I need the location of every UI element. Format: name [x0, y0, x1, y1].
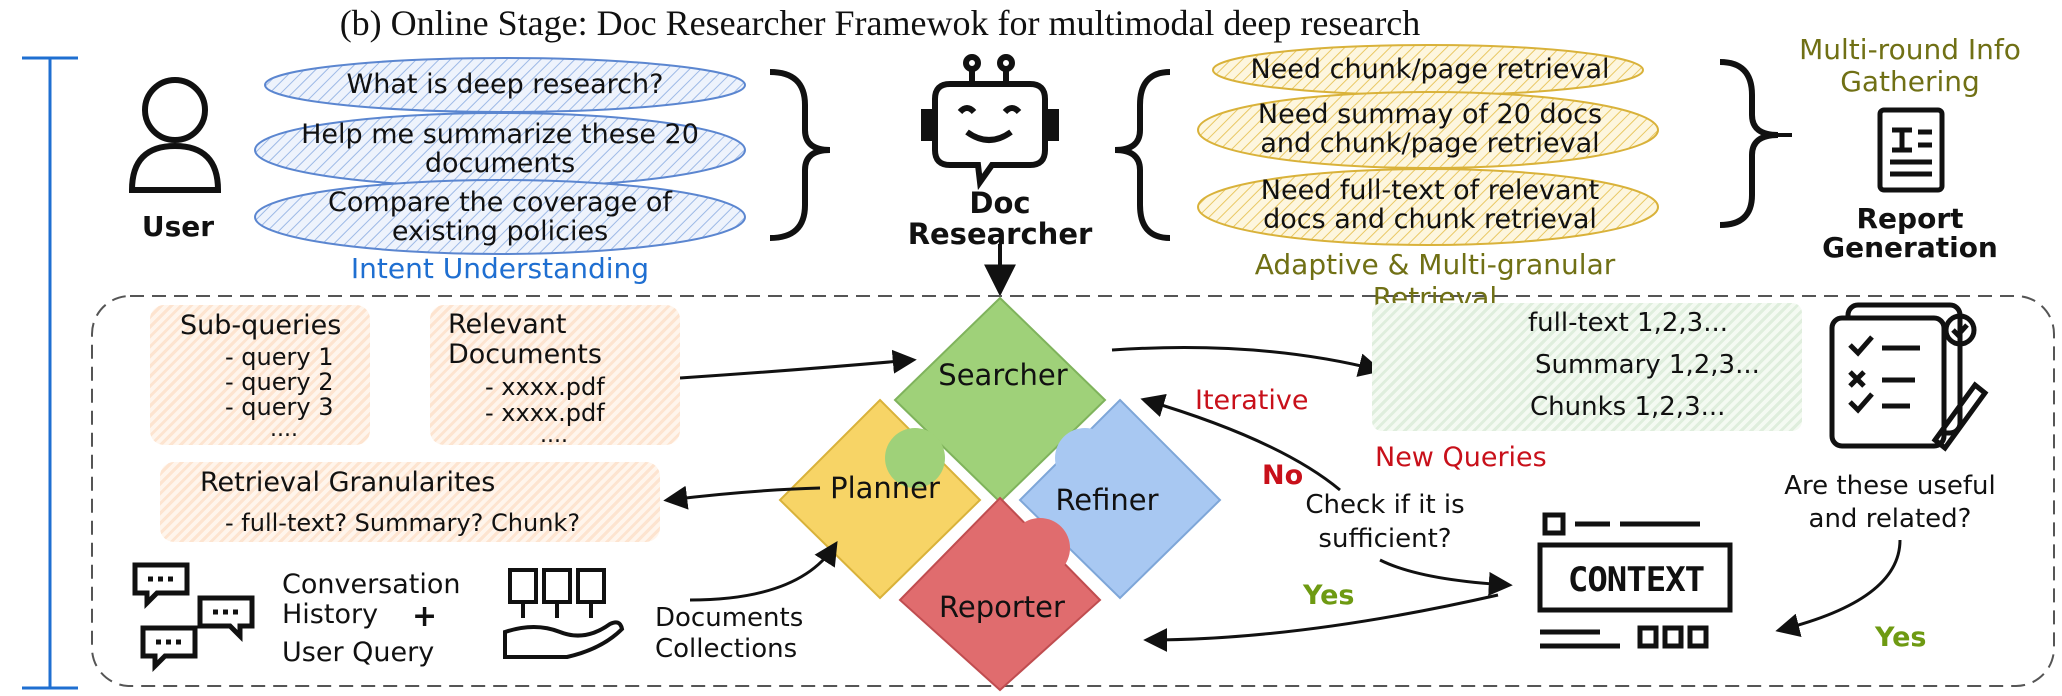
chat-bubbles-icon — [132, 562, 255, 673]
stage-bracket — [22, 56, 78, 690]
intent-caption: Intent Understanding — [350, 252, 650, 285]
context-label: CONTEXT — [1567, 560, 1705, 600]
puzzle — [778, 296, 1222, 692]
conversation-line-1: Conversation — [282, 569, 461, 600]
conversation-line-2: History — [282, 599, 379, 630]
user-label: User — [141, 210, 215, 243]
context-icon — [1537, 512, 1733, 649]
intent-query-3: Compare the coverage of existing policie… — [328, 187, 672, 247]
check-sufficient-label: Check if it is sufficient? — [1305, 490, 1465, 554]
relevant-docs-title: Relevant Documents — [448, 309, 602, 370]
result-chunks: Chunks 1,2,3... — [1530, 392, 1726, 422]
result-summary: Summary 1,2,3... — [1535, 350, 1760, 380]
robot-icon — [921, 54, 1059, 191]
conversation-plus: + — [412, 599, 438, 634]
iterative-label: Iterative — [1195, 385, 1309, 416]
refiner-label: Refiner — [1055, 483, 1159, 517]
planner-label: Planner — [830, 471, 940, 505]
reporter-label: Reporter — [939, 590, 1065, 624]
relevant-doc-1: - xxxx.pdf — [485, 373, 605, 401]
puzzle-refiner — [1018, 398, 1222, 600]
subquery-more: .... — [270, 417, 298, 442]
retrieval-need-3: Need full-text of relevant docs and chun… — [1260, 175, 1600, 235]
relevant-doc-2: - xxxx.pdf — [485, 399, 605, 427]
useful-question-label: Are these useful and related? — [1784, 471, 1996, 534]
relevant-docs-box: Relevant Documents - xxxx.pdf - xxxx.pdf… — [430, 305, 680, 448]
intent-query-1: What is deep research? — [346, 69, 664, 100]
intent-clouds — [254, 57, 746, 255]
checklist-icon — [1829, 302, 1989, 452]
user-icon — [128, 77, 222, 193]
retrieval-need-2: Need summay of 20 docs and chunk/page re… — [1257, 99, 1603, 159]
figure-title: (b) Online Stage: Doc Researcher Framewo… — [339, 3, 1421, 43]
multi-round-label: Multi-round Info Gathering — [1799, 33, 2021, 98]
doc-researcher-label: Doc Researcher — [907, 186, 1093, 251]
documents-collections-label: Documents Collections — [655, 603, 804, 664]
subquery-3: - query 3 — [225, 393, 334, 421]
dashed-container — [91, 295, 2055, 687]
search-results-box — [1372, 303, 1802, 431]
retrieval-need-1: Need chunk/page retrieval — [1250, 54, 1610, 85]
intent-query-2: Help me summarize these 20 documents — [301, 119, 699, 179]
report-doc-icon — [1877, 107, 1945, 193]
documents-hand-icon — [503, 568, 625, 659]
subquery-1: - query 1 — [225, 343, 334, 371]
puzzle-reporter — [898, 496, 1102, 692]
granularities-text: - full-text? Summary? Chunk? — [225, 509, 581, 537]
brace-right-1 — [769, 69, 831, 241]
yes-label-2: Yes — [1875, 622, 1927, 653]
granularities-title: Retrieval Granularites — [200, 467, 496, 498]
brace-left-2 — [1114, 69, 1171, 241]
no-label: No — [1262, 460, 1304, 491]
brace-right-3 — [1719, 59, 1779, 228]
granularities-box: Retrieval Granularites - full-text? Summ… — [160, 462, 660, 542]
subquery-2: - query 2 — [225, 368, 334, 396]
result-fulltext: full-text 1,2,3... — [1528, 308, 1728, 338]
searcher-label: Searcher — [938, 358, 1068, 392]
subqueries-title: Sub-queries — [180, 310, 342, 341]
report-generation-label: Report Generation — [1822, 202, 1998, 264]
yes-label-1: Yes — [1303, 580, 1355, 611]
subqueries-box: Sub-queries - query 1 - query 2 - query … — [150, 305, 370, 445]
relevant-doc-more: .... — [540, 423, 568, 448]
retrieval-clouds — [1197, 44, 1659, 246]
new-queries-label: New Queries — [1375, 442, 1547, 473]
conversation-line-3: User Query — [282, 637, 435, 668]
